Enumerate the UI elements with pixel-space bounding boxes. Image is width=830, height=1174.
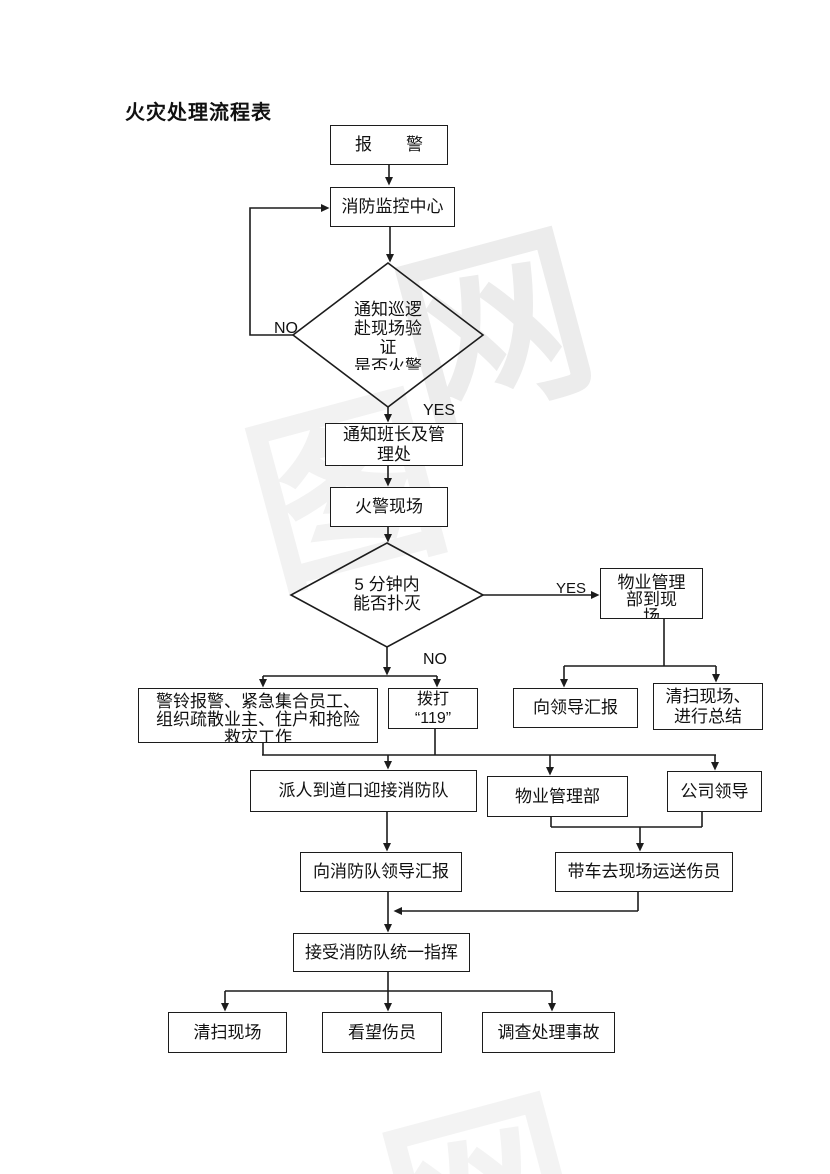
node-text: 向领导汇报 <box>533 698 618 717</box>
node-pm-department: 物业管理部 <box>487 776 628 817</box>
branch-label-no-extinguish: NO <box>423 651 447 668</box>
node-text: 场 <box>643 607 660 619</box>
node-fire-monitor-center: 消防监控中心 <box>330 187 455 227</box>
node-text: 部到现 <box>626 590 677 609</box>
node-text: 报 警 <box>355 135 423 154</box>
node-notify-foreman: 通知班长及管 理处 <box>325 423 463 466</box>
node-text: “119” <box>414 709 452 727</box>
branch-label-no-verify: NO <box>274 320 298 337</box>
branch-label-yes-extinguish: YES <box>556 580 587 597</box>
node-text: 理处 <box>377 444 411 464</box>
node-text: 带车去现场运送伤员 <box>567 862 721 881</box>
node-text: 派人到道口迎接消防队 <box>278 781 449 800</box>
node-text: 物业管理 <box>617 573 686 592</box>
node-text: 警铃报警、紧急集合员工、 <box>156 692 360 711</box>
node-greet-fire-brigade: 派人到道口迎接消防队 <box>250 770 477 812</box>
node-text: 接受消防队统一指挥 <box>305 942 458 962</box>
node-company-leaders: 公司领导 <box>667 771 762 812</box>
node-text: 火警现场 <box>355 497 423 516</box>
branch-label-yes-verify: YES <box>423 402 456 419</box>
node-text: 清扫现场 <box>193 1022 262 1042</box>
node-report-alarm: 报 警 <box>330 125 448 165</box>
node-extinguish-decision-text: 5 分钟内 能否扑灭 <box>337 572 437 616</box>
node-text: 通知班长及管 <box>343 424 445 444</box>
node-clean-scene: 清扫现场 <box>168 1012 287 1053</box>
node-text: 调查处理事故 <box>497 1022 600 1042</box>
node-text: 物业管理部 <box>515 786 600 806</box>
node-report-to-leaders: 向领导汇报 <box>513 688 638 728</box>
page-title: 火灾处理流程表 <box>125 102 272 124</box>
node-call-119: 拨打 “119” <box>388 688 478 729</box>
node-text: 进行总结 <box>674 706 742 726</box>
node-text: 5 分钟内 <box>354 575 420 594</box>
node-text: 通知巡逻 <box>354 300 422 319</box>
node-text: 看望伤员 <box>348 1022 416 1042</box>
node-text: 是否火警 <box>354 357 422 370</box>
node-verify-decision-text: 通知巡逻 赴现场验 证 是否火警 <box>336 300 440 370</box>
node-transport-injured: 带车去现场运送伤员 <box>555 852 733 892</box>
node-visit-injured: 看望伤员 <box>322 1012 442 1053</box>
node-fire-scene: 火警现场 <box>330 487 448 527</box>
node-text: 组织疏散业主、住户和抢险 <box>156 710 360 729</box>
node-text: 向消防队领导汇报 <box>313 862 449 881</box>
node-report-brigade-leader: 向消防队领导汇报 <box>300 852 462 892</box>
node-alarm-bell-evacuate: 警铃报警、紧急集合员工、 组织疏散业主、住户和抢险 救灾工作 <box>138 688 378 743</box>
node-text: 能否扑灭 <box>353 594 421 613</box>
node-text: 拨打 <box>416 690 449 708</box>
node-investigate-accident: 调查处理事故 <box>482 1012 615 1053</box>
node-clean-and-summarize: 清扫现场、 进行总结 <box>653 683 763 730</box>
node-text: 赴现场验 <box>354 319 422 338</box>
node-text: 清扫现场、 <box>665 686 751 706</box>
node-text: 消防监控中心 <box>341 197 444 216</box>
node-text: 证 <box>379 338 397 357</box>
node-pm-arrive-scene: 物业管理 部到现 场 <box>600 568 703 619</box>
node-accept-unified-command: 接受消防队统一指挥 <box>293 933 470 972</box>
node-text: 公司领导 <box>680 781 749 801</box>
node-text: 救灾工作 <box>224 728 292 743</box>
